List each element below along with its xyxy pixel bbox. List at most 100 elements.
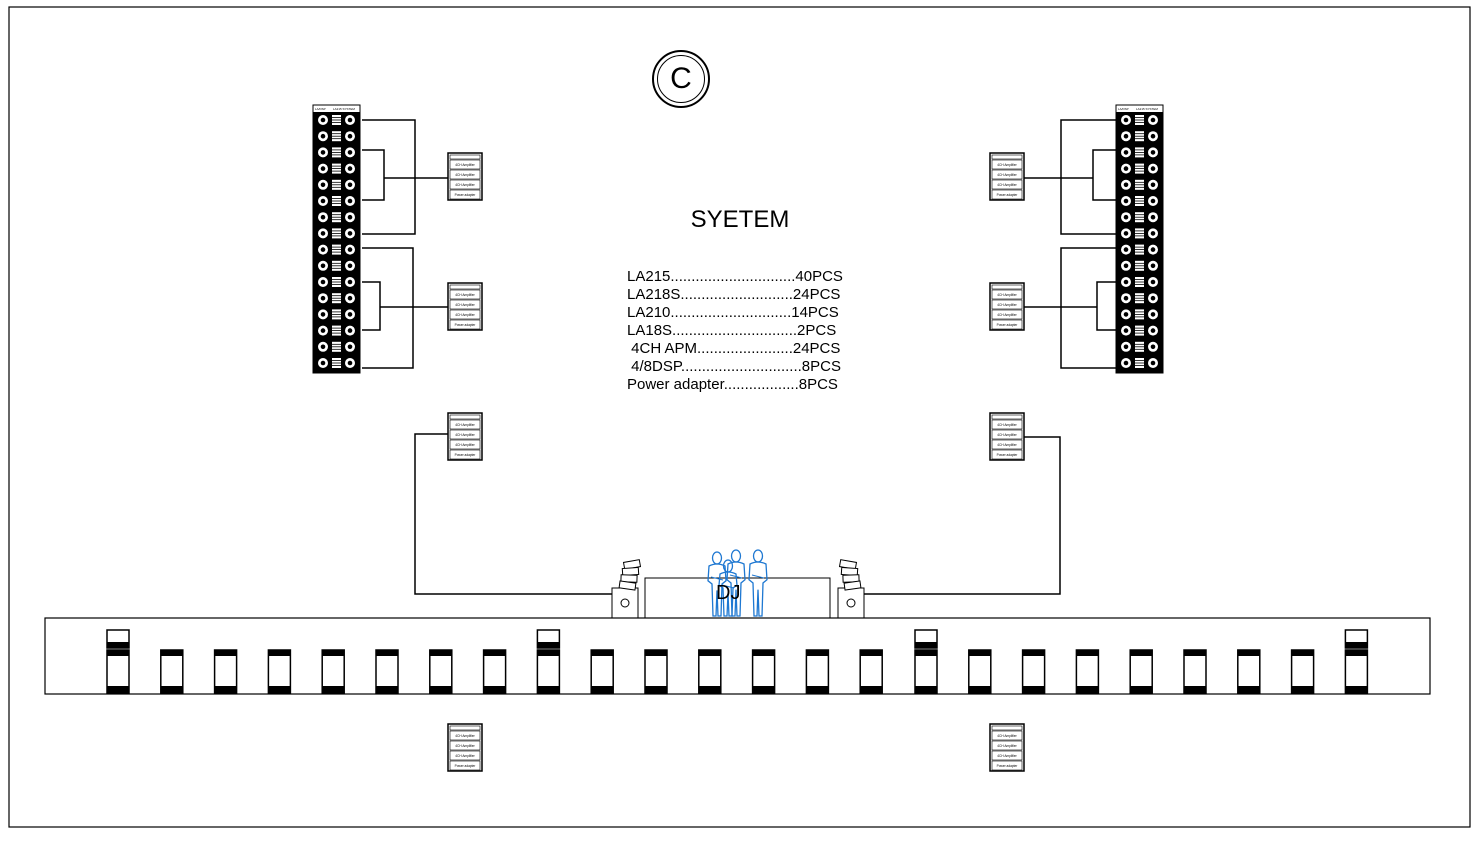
person-arm bbox=[751, 574, 765, 579]
array-cabinet bbox=[1121, 131, 1158, 142]
person-body bbox=[726, 561, 746, 617]
spec-row-la215: LA215..............................40PCS bbox=[627, 268, 843, 285]
rack-unit-label: 4CH Amplifier bbox=[455, 183, 475, 187]
speaker-top-band bbox=[160, 650, 183, 656]
driver-cone bbox=[1150, 247, 1156, 252]
driver-cone bbox=[347, 182, 353, 188]
driver-cone bbox=[320, 360, 326, 366]
driver-cone bbox=[320, 182, 326, 188]
array-cabinet bbox=[318, 131, 355, 142]
system-title: SYETEM bbox=[690, 206, 790, 233]
speaker-bottom-band bbox=[376, 686, 398, 693]
front-fill-speaker bbox=[213, 649, 238, 694]
array-cabinet bbox=[1121, 179, 1158, 190]
array-header-right: LA215 SYSTEM bbox=[1136, 107, 1158, 111]
rack-unit-label: 4CH Amplifier bbox=[997, 313, 1017, 317]
spec-row-la210: LA210.............................14PCS bbox=[627, 304, 839, 321]
driver-cone bbox=[320, 214, 326, 220]
driver-cone bbox=[1150, 279, 1156, 285]
speaker-top-band bbox=[915, 650, 937, 656]
speaker-bottom-band bbox=[860, 686, 883, 693]
driver-cone bbox=[320, 166, 326, 171]
driver-cone bbox=[1150, 231, 1156, 236]
rack-unit-label: 4CH Amplifier bbox=[997, 303, 1017, 307]
rack-unit-label: 4CH Amplifier bbox=[455, 313, 475, 317]
driver-cone bbox=[320, 117, 326, 123]
dj-person-3 bbox=[748, 549, 768, 617]
driver-cone bbox=[1150, 117, 1156, 123]
person-head bbox=[730, 549, 742, 563]
driver-cone bbox=[1150, 166, 1156, 171]
driver-cone bbox=[1123, 117, 1129, 123]
logo-letter: C bbox=[657, 55, 705, 103]
rack-unit-label: 4CH Amplifier bbox=[455, 173, 475, 177]
driver-cone bbox=[347, 279, 353, 285]
rack-unit bbox=[991, 730, 1023, 741]
signal-cable bbox=[362, 247, 414, 369]
rack-top bbox=[991, 154, 1023, 160]
mini-array-box bbox=[618, 580, 637, 591]
signal-cable bbox=[362, 281, 381, 331]
rack-top bbox=[449, 725, 481, 731]
rack-unit-label: 4CH Amplifier bbox=[455, 163, 475, 167]
front-fill-speaker bbox=[751, 649, 776, 694]
driver-cone bbox=[1150, 214, 1156, 220]
driver-cone bbox=[1123, 231, 1129, 236]
rack-unit bbox=[991, 740, 1023, 751]
person-body bbox=[707, 563, 727, 617]
array-cabinet bbox=[1121, 341, 1158, 352]
array-cabinet bbox=[318, 358, 355, 368]
array-cabinet bbox=[318, 163, 355, 174]
array-cabinet bbox=[318, 309, 355, 320]
rack-unit bbox=[449, 189, 481, 200]
rack-unit-label: 4CH Amplifier bbox=[455, 734, 475, 738]
stage-front bbox=[44, 617, 1431, 695]
rack-unit bbox=[991, 189, 1023, 200]
rack-unit bbox=[991, 159, 1023, 170]
rack-unit bbox=[991, 439, 1023, 450]
rack-unit-label: Power adapter bbox=[997, 764, 1019, 768]
speaker-top-box-band bbox=[107, 642, 129, 648]
driver-cone bbox=[347, 166, 353, 171]
person-head bbox=[711, 551, 723, 565]
signal-cable bbox=[1096, 281, 1116, 331]
front-fill-speaker-tall bbox=[914, 629, 938, 694]
driver-cone bbox=[1150, 328, 1156, 333]
rack-unit bbox=[991, 179, 1023, 190]
rack-top bbox=[449, 414, 481, 420]
rack-unit bbox=[449, 299, 481, 310]
driver-cone bbox=[1123, 312, 1129, 317]
array-cabinet bbox=[318, 147, 355, 158]
array-cabinet bbox=[318, 260, 355, 271]
rack-top bbox=[991, 414, 1023, 420]
rack-top bbox=[449, 284, 481, 290]
signal-cable bbox=[1060, 119, 1116, 235]
driver-cone bbox=[347, 198, 353, 204]
rack-unit-label: Power adapter bbox=[455, 764, 477, 768]
person-body bbox=[748, 561, 768, 617]
spec-row-la18s: LA18S..............................2PCS bbox=[627, 322, 837, 339]
driver-cone bbox=[1150, 133, 1156, 139]
driver-cone bbox=[1123, 295, 1129, 301]
speaker-top-band bbox=[1237, 650, 1260, 656]
driver-cone bbox=[347, 214, 353, 220]
speaker-bottom-band bbox=[591, 686, 614, 693]
driver-cone bbox=[320, 295, 326, 301]
person-arm bbox=[710, 576, 724, 581]
speaker-bottom-band bbox=[537, 686, 560, 693]
speaker-bottom-band bbox=[1291, 686, 1314, 693]
driver-cone bbox=[320, 344, 326, 350]
array-cabinet bbox=[1121, 147, 1158, 158]
driver-cone bbox=[1123, 328, 1129, 333]
array-cabinet bbox=[318, 244, 355, 255]
front-fill-speaker-tall bbox=[106, 629, 130, 694]
rack-unit-label: Power adapter bbox=[997, 453, 1019, 457]
signal-cable bbox=[862, 436, 1061, 595]
